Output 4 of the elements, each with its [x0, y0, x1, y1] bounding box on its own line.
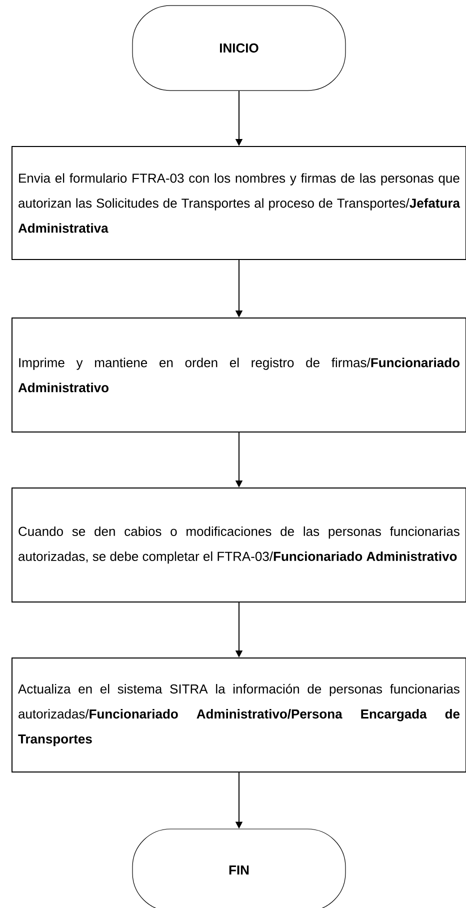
process-box: Imprime y mantiene en orden el registro de firmas/Funcionariado Administrativo [12, 318, 466, 432]
process-box: Cuando se den cabios o modificaciones de las personas funcionarias autorizadas, se debe completar el FTRA-03/Funcionariado Administrativo [12, 488, 466, 602]
process-box: Actualiza en el sistema SITRA la información de personas funcionarias autorizadas/Funcionariado Administrativo/Persona Encargada de Transportes [12, 658, 466, 772]
process-box: Envia el formulario FTRA-03 con los nombres y firmas de las personas que autorizan las Solicitudes de Transportes al proceso de Transportes/Jefatura Administrativa [12, 146, 466, 260]
